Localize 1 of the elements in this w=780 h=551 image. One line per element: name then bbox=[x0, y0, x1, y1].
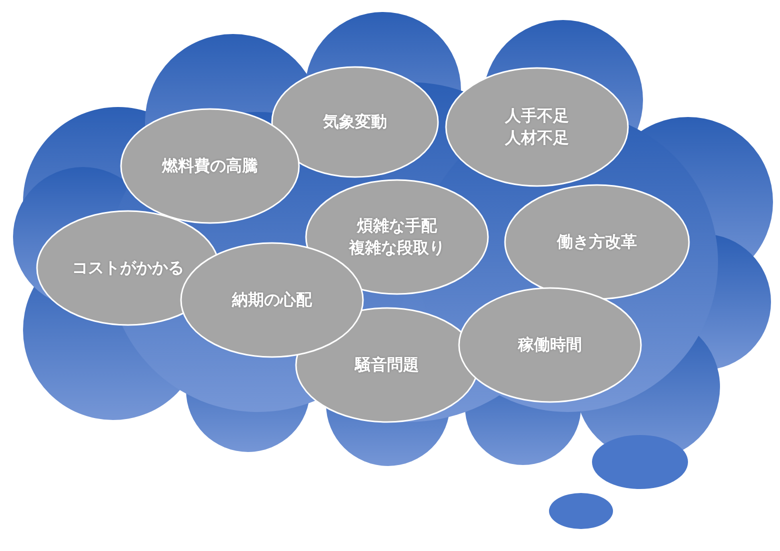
thought-bubble bbox=[549, 493, 613, 529]
